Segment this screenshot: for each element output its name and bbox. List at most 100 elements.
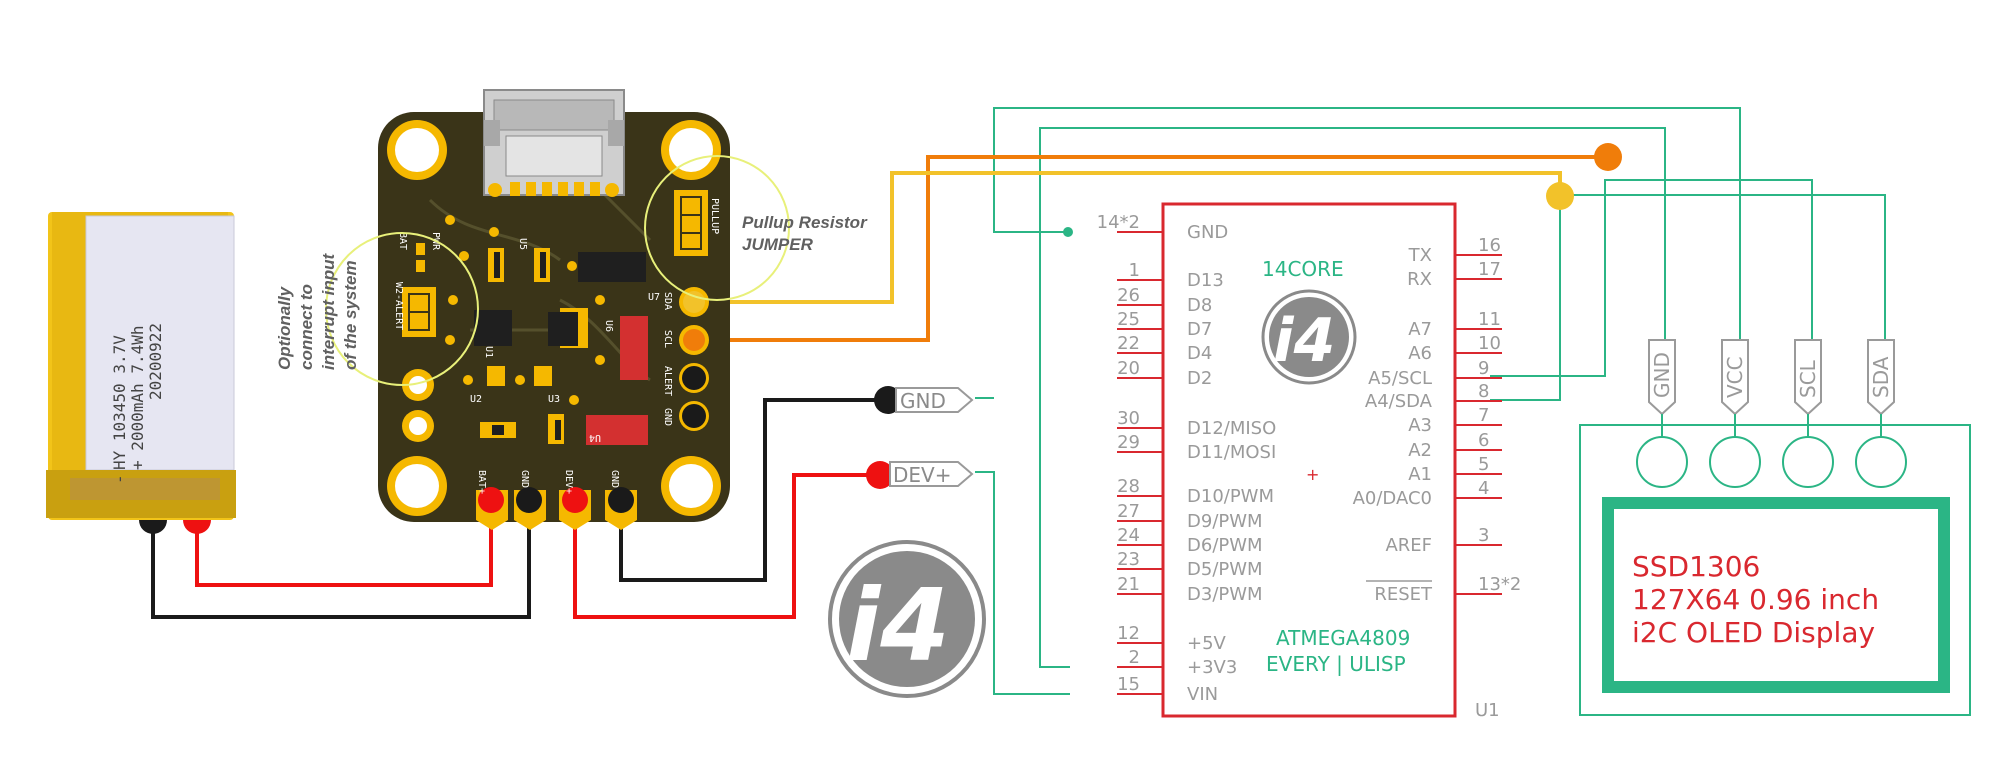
mcu-pin-number: 11 xyxy=(1478,309,1501,330)
battery-label-3: 20200922 xyxy=(146,323,165,400)
14core-logo: i4 xyxy=(828,540,986,698)
mcu-pin-number: 2 xyxy=(1129,647,1140,668)
port-dev-label: DEV+ xyxy=(893,463,951,487)
battery-minus-sign: - xyxy=(110,474,129,484)
mcu-pin-label: +3V3 xyxy=(1187,657,1237,678)
mcu-pin-label: D3/PWM xyxy=(1187,584,1263,605)
lipo-battery: HY 103450 3.7V + 2000mAh 7.4Wh 20200922 … xyxy=(46,212,236,520)
mcu-pin-number: 28 xyxy=(1117,476,1140,497)
mcu-pin-number: 29 xyxy=(1117,432,1140,453)
mcu-pin-label: A6 xyxy=(1408,343,1432,364)
mcu-pin-label: A2 xyxy=(1408,440,1432,461)
silk-bat-plus: BAT+ xyxy=(476,470,487,494)
silk-dev-plus: DEV+ xyxy=(563,470,574,494)
svg-text:+: + xyxy=(1306,465,1319,484)
interrupt-highlight xyxy=(325,232,479,386)
note-interrupt-2: connect to xyxy=(297,284,316,370)
silk-u6: U6 xyxy=(603,320,614,332)
oled-pin-tag xyxy=(1721,339,1749,416)
mcu-pin-number: 9 xyxy=(1478,358,1489,379)
mcu-pin-number: 30 xyxy=(1117,408,1140,429)
mcu-pin-label: D13 xyxy=(1187,270,1224,291)
oled-screen xyxy=(1602,497,1950,693)
svg-text:i4: i4 xyxy=(846,567,950,684)
mcu-pin-number: 7 xyxy=(1478,405,1489,426)
wire-3v3-oled xyxy=(1039,127,1666,668)
oled-pin-label: SDA xyxy=(1869,356,1893,398)
battery-label-1: HY 103450 3.7V xyxy=(110,335,129,470)
oled-pin-pad xyxy=(1709,436,1761,488)
note-interrupt-4: of the system xyxy=(341,260,360,370)
port-dev: DEV+ xyxy=(889,461,974,487)
mcu-pin-label: D7 xyxy=(1187,319,1212,340)
wire-scl-orange xyxy=(694,155,1608,342)
mcu-pin-number: 5 xyxy=(1478,454,1489,475)
oled-pin-label: SCL xyxy=(1796,359,1820,398)
mcu-pin-number: 26 xyxy=(1117,285,1140,306)
mcu-pin-label: D10/PWM xyxy=(1187,486,1274,507)
mcu-pin-number: 25 xyxy=(1117,309,1140,330)
mcu-pin-label: D6/PWM xyxy=(1187,535,1263,556)
wire-battery-plus xyxy=(195,500,493,587)
port-gnd: GND xyxy=(895,387,974,413)
oled-pin-tag xyxy=(1867,339,1895,416)
mcu-pin-label: +5V xyxy=(1187,633,1227,654)
mcu-pin-number: 14*2 xyxy=(1097,212,1140,233)
oled-pin-tag xyxy=(1648,339,1676,416)
silk-u2: U2 xyxy=(470,394,482,405)
note-interrupt-1: Optionally xyxy=(275,285,294,370)
mcu-pin-number: 4 xyxy=(1478,478,1489,499)
mcu-name-line1: ATMEGA4809 xyxy=(1276,626,1410,650)
mcu-pin-label: A4/SDA xyxy=(1365,391,1433,412)
silk-u5: U5 xyxy=(517,238,528,250)
pullup-highlight xyxy=(644,155,790,301)
mcu-pin-number: 15 xyxy=(1117,674,1140,695)
silk-sda: SDA xyxy=(662,292,673,310)
mcu-pin-label: AREF xyxy=(1385,535,1432,556)
silk-pullup: PULLUP xyxy=(709,198,720,234)
wire-vin xyxy=(975,471,1070,695)
silk-u4: U4 xyxy=(589,432,601,443)
mcu-pin-label: RESET xyxy=(1374,584,1433,605)
junction-dot xyxy=(1063,227,1073,237)
note-interrupt-3: interrupt input xyxy=(319,253,338,370)
mcu-pin-number: 12 xyxy=(1117,623,1140,644)
oled-pin-vcc: VCC xyxy=(1709,339,1761,488)
mcu-pin-label: D2 xyxy=(1187,368,1212,389)
mcu-pin-label: D5/PWM xyxy=(1187,559,1263,580)
note-pullup-2: JUMPER xyxy=(742,235,814,254)
mcu-pin-label: D8 xyxy=(1187,295,1212,316)
dev-connector-dot xyxy=(866,461,894,489)
mcu-pin-number: 3 xyxy=(1478,525,1489,546)
svg-text:i4: i4 xyxy=(1273,306,1335,376)
wire-sda-yellow xyxy=(694,171,1562,304)
mcu-pin-label: VIN xyxy=(1187,684,1218,705)
silk-u1: U1 xyxy=(483,346,494,358)
silk-gnd1: GND xyxy=(519,470,530,488)
oled-line2: 127X64 0.96 inch xyxy=(1632,583,1879,616)
mcu-pin-label: A1 xyxy=(1408,464,1432,485)
oled-pin-tag xyxy=(1794,339,1822,416)
sda-joint xyxy=(1546,182,1574,210)
oled-outline xyxy=(1579,424,1971,716)
note-pullup-1: Pullup Resistor xyxy=(742,213,868,232)
mcu-pin-number: 22 xyxy=(1117,333,1140,354)
mcu-pin-label: A3 xyxy=(1408,415,1432,436)
oled-line1: SSD1306 xyxy=(1632,550,1760,583)
silk-gnd2: GND xyxy=(609,470,620,488)
mcu-pin-number: 10 xyxy=(1478,333,1501,354)
mcu-pin-number: 1 xyxy=(1129,260,1140,281)
mcu-pin-number: 16 xyxy=(1478,235,1501,256)
mcu-pin-label: A7 xyxy=(1408,319,1432,340)
oled-pin-pad xyxy=(1782,436,1834,488)
mcu-pin-number: 6 xyxy=(1478,430,1489,451)
battery-label-2: + 2000mAh 7.4Wh xyxy=(128,326,147,471)
silk-alert: W2-ALERT xyxy=(393,282,404,330)
mcu-brand-label: 14CORE xyxy=(1262,257,1344,281)
oled-line3: i2C OLED Display xyxy=(1632,616,1875,649)
